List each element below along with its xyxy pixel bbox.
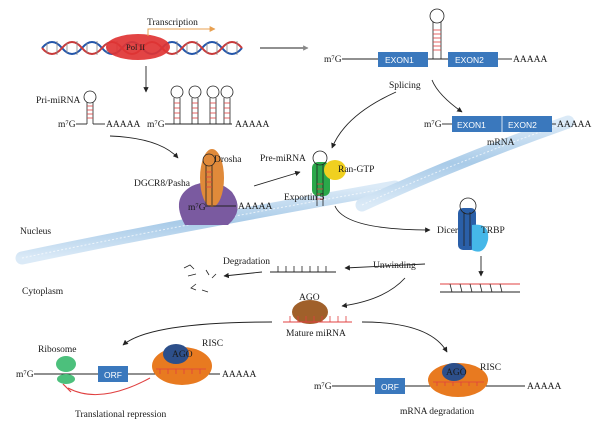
ago-protein-repression (163, 344, 189, 364)
mrna-m7g-label: m⁷G (424, 120, 442, 130)
pri-polya: AAAAA (106, 120, 140, 130)
degraded-fragments (183, 264, 217, 293)
pri-mirna-cluster: m⁷G AAAAA (147, 85, 269, 130)
ribosome-label: Ribosome (38, 345, 77, 355)
drosha-to-exportin-arrow (253, 170, 301, 187)
mrna-degradation-label: mRNA degradation (400, 407, 474, 417)
repression-orf-label: ORF (104, 370, 122, 380)
risc-label-degradation: RISC (480, 363, 501, 373)
intronic-mirna-hairpin (429, 8, 445, 59)
ribosome (56, 356, 76, 384)
ran-gtp-label: Ran-GTP (338, 165, 374, 175)
repression-inhibit-line (67, 377, 151, 396)
exportin-complex (312, 150, 346, 206)
ago-protein-mature (292, 300, 328, 324)
pre-mrna: m⁷G EXON1 EXON2 AAAAA (324, 8, 547, 67)
ago-label-repression: AGO (172, 350, 193, 360)
to-mature-mirna-arrow (341, 277, 406, 309)
premrna-exon1: EXON1 (385, 55, 414, 65)
degradation-orf-label: ORF (381, 382, 399, 392)
degradation-m7g-label: m⁷G (314, 382, 332, 392)
exportin5-label: Exportin 5 (284, 193, 325, 203)
ran-gtp-protein (324, 160, 346, 180)
mature-mrna: m⁷G EXON1 EXON2 AAAAA mRNA (424, 116, 591, 148)
splicing-label: Splicing (389, 81, 421, 91)
degradation-polya: AAAAA (527, 382, 561, 392)
exportin-to-dicer-arrow (334, 205, 431, 233)
drosha-label: Drosha (214, 155, 242, 165)
passenger-strand (270, 266, 336, 273)
trbp-label: TRBP (481, 226, 505, 236)
mirna-duplex (440, 283, 520, 293)
translational-repression-label: Translational repression (75, 410, 166, 420)
splicing-arrow (431, 79, 463, 113)
trbp-protein (472, 224, 489, 252)
drosha-polya: AAAAA (238, 202, 272, 212)
intron-to-premirna-arrow (331, 91, 397, 149)
repression-orf-box (98, 366, 128, 382)
premrna-m7g-label: m⁷G (324, 55, 342, 65)
mrna-polya: AAAAA (557, 120, 591, 130)
dgcr8-label: DGCR8/Pasha (134, 179, 191, 189)
ago-label-mature: AGO (299, 293, 320, 303)
repression-m7g-label: m⁷G (16, 370, 34, 380)
pri-m7g-label: m⁷G (58, 120, 76, 130)
mature-mirna (283, 300, 352, 324)
unwinding-arrow (344, 263, 426, 271)
pre-mirna-label: Pre-miRNA (260, 154, 306, 164)
ago-protein-degradation (442, 363, 466, 381)
cytoplasm-label: Cytoplasm (22, 287, 64, 297)
cluster-polya: AAAAA (235, 120, 269, 130)
microprocessor-complex: m⁷G AAAAA (178, 149, 272, 225)
degradation-label: Degradation (223, 257, 270, 267)
dicer-complex (458, 197, 489, 252)
pri-mirna-label: Pri-miRNA (36, 96, 80, 106)
to-mrna-degradation-arrow (361, 321, 448, 353)
risc-label-repression: RISC (202, 339, 223, 349)
unwinding-label: Unwinding (373, 261, 416, 271)
degradation-orf-box (375, 378, 405, 394)
premrna-exon2: EXON2 (455, 55, 484, 65)
nucleus-label: Nucleus (20, 227, 51, 237)
dicer-protein (458, 208, 476, 250)
dicer-label: Dicer (437, 226, 459, 236)
pri-to-drosha-arrow (109, 135, 179, 159)
to-translational-repression-arrow (122, 321, 273, 346)
cluster-m7g-label: m⁷G (147, 120, 165, 130)
mrna-degradation-pathway: m⁷G ORF AAAAA (314, 363, 561, 397)
repression-polya: AAAAA (222, 370, 256, 380)
degradation-arrow (223, 271, 263, 279)
mrna-exon2: EXON2 (508, 120, 537, 130)
transcription-arrow (147, 26, 216, 36)
pol-ii-enzyme (106, 34, 170, 60)
transcription-label: Transcription (147, 18, 198, 28)
translational-repression-pathway: m⁷G ORF AAAAA (16, 344, 256, 396)
ago-label-degradation: AGO (446, 368, 467, 378)
mrna-label: mRNA (487, 138, 515, 148)
premrna-polya: AAAAA (513, 55, 547, 65)
pol-ii-label: Pol II (126, 42, 145, 52)
pri-mirna-single: Pri-miRNA m⁷G AAAAA (36, 90, 140, 130)
drosha-m7g-label: m⁷G (188, 203, 206, 213)
mrna-exon1: EXON1 (457, 120, 486, 130)
mature-mirna-label: Mature miRNA (286, 329, 346, 339)
